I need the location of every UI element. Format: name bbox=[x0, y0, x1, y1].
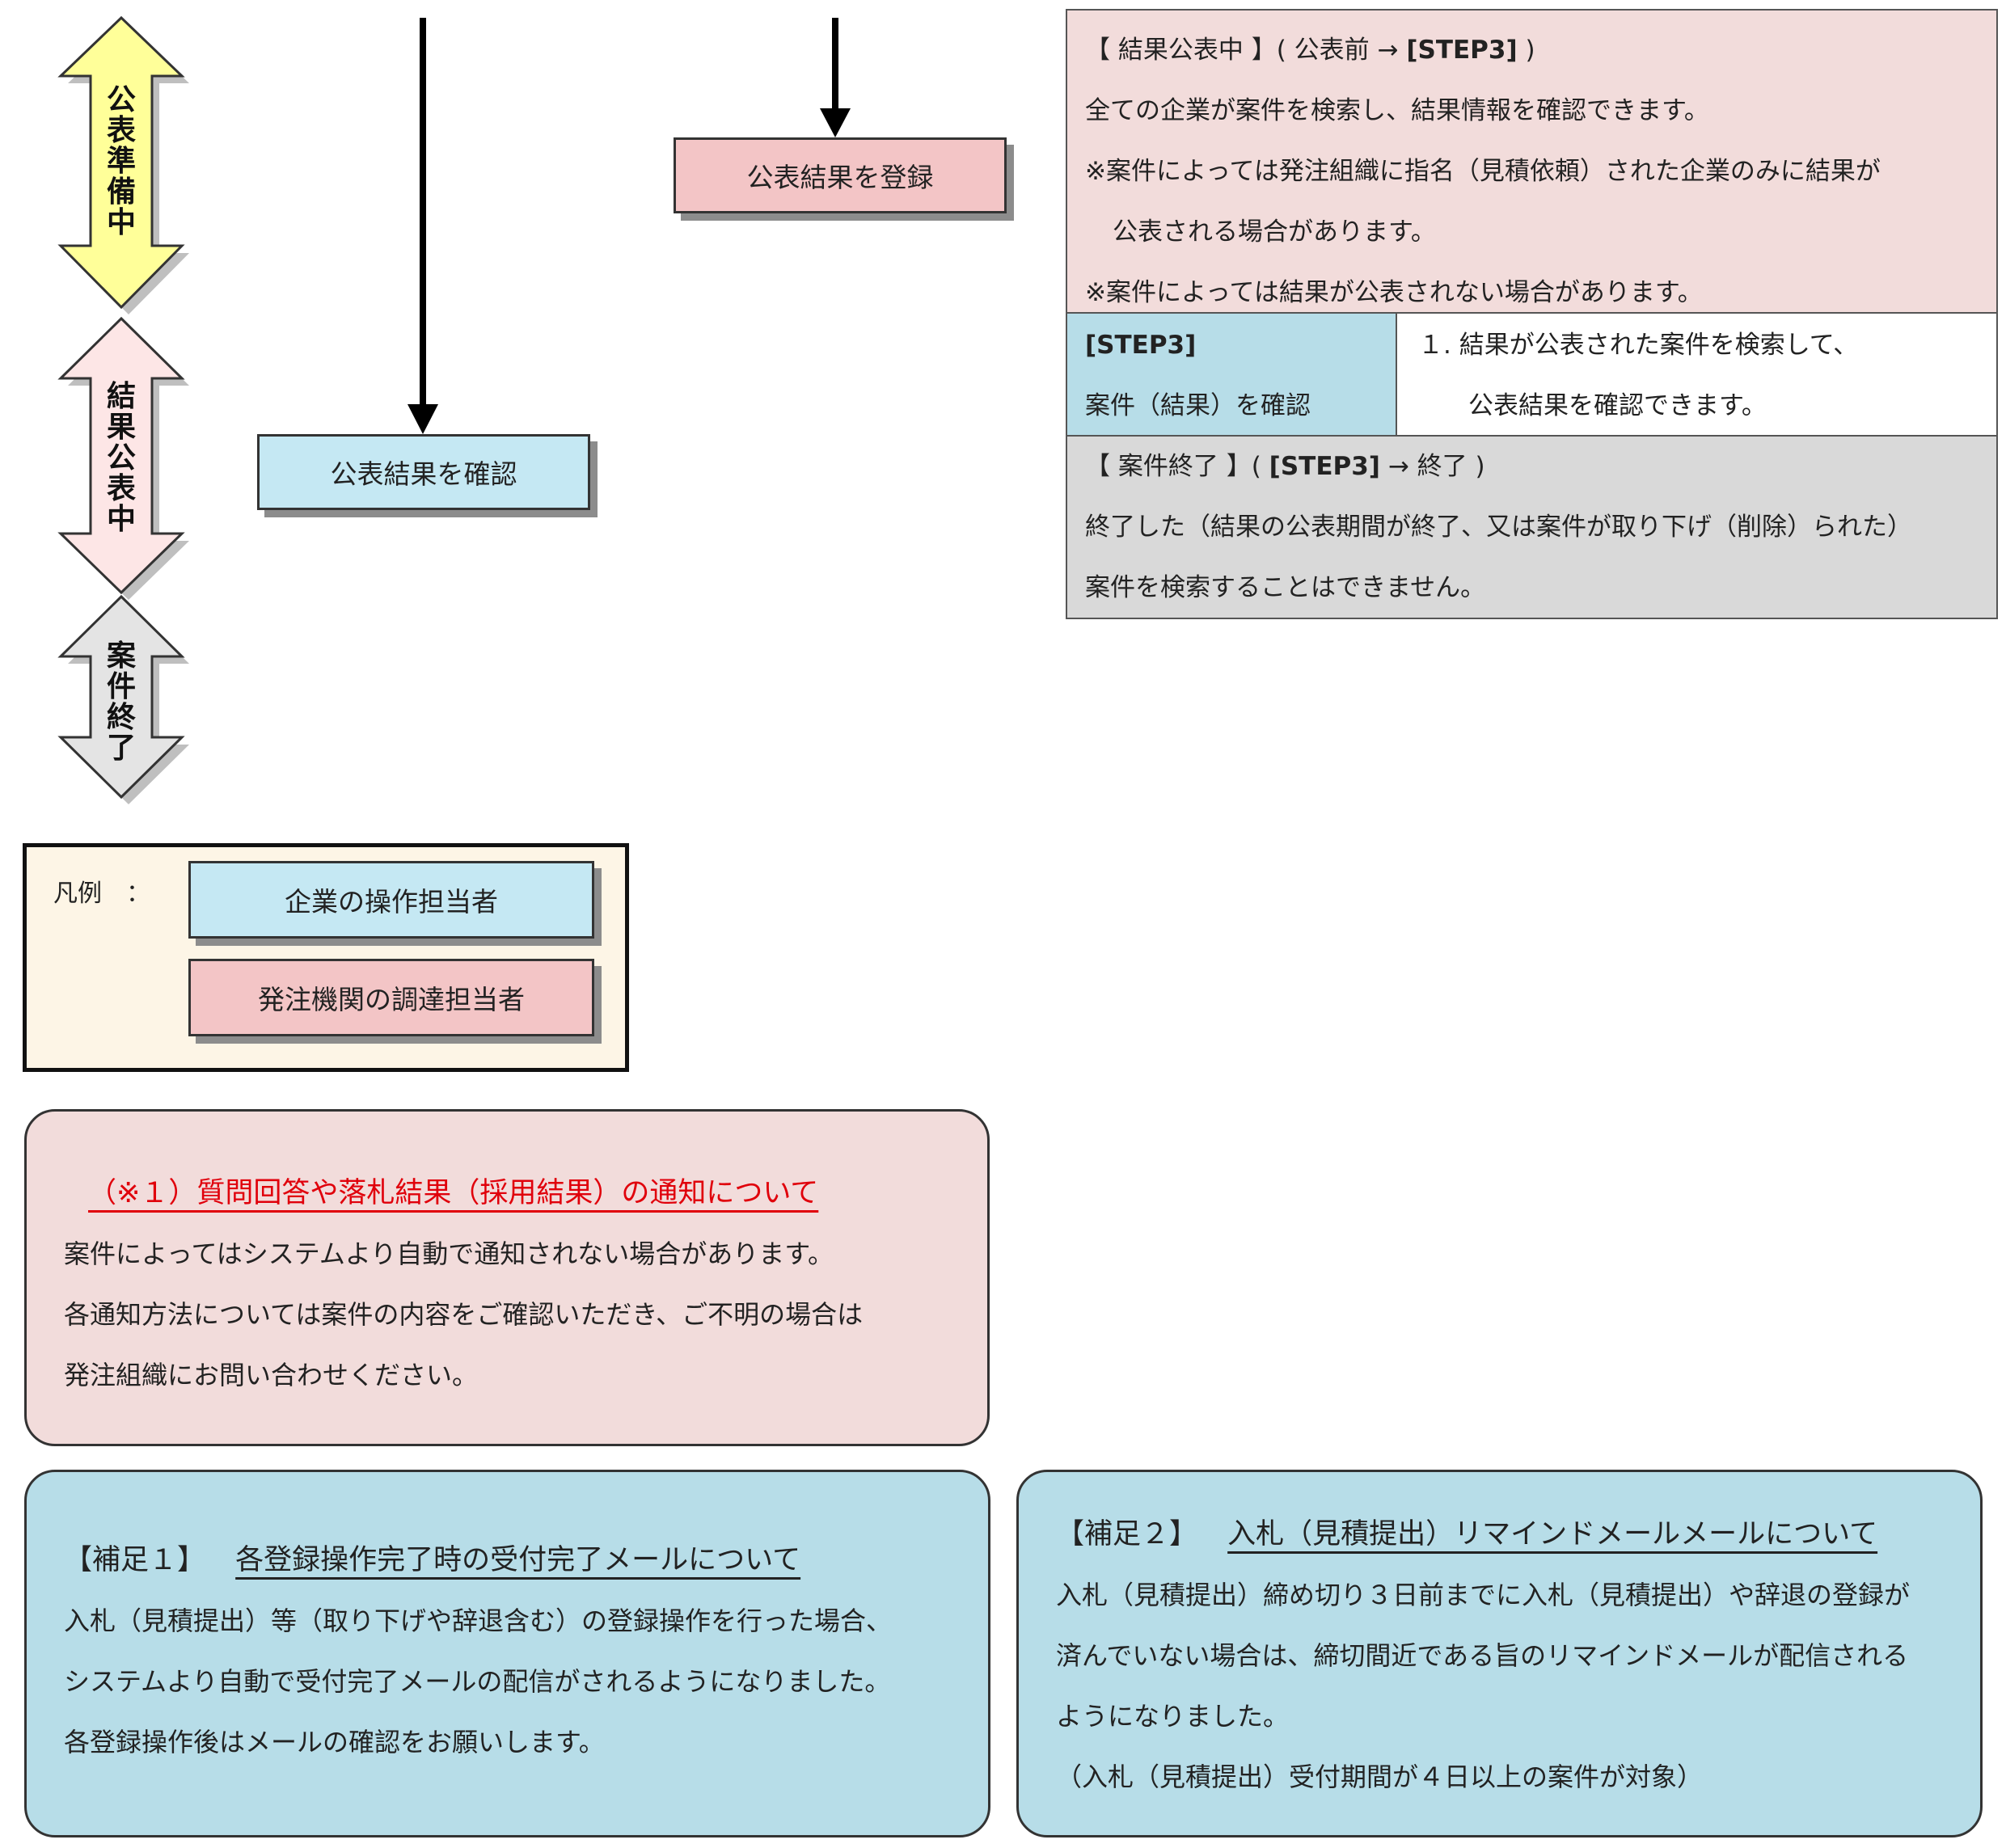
phase-arrow-publishing bbox=[57, 316, 189, 600]
phase-char: 表 bbox=[106, 472, 136, 505]
status-ended-line: 終了した（結果の公表期間が終了、又は案件が取り下げ（削除）られた） bbox=[1085, 513, 1912, 542]
phase-char: 結 bbox=[106, 380, 136, 413]
supplement1-line: 各登録操作後はメールの確認をお願いします。 bbox=[64, 1727, 605, 1757]
flow-arrow-register bbox=[820, 18, 851, 137]
notification-note: （※１）質問回答や落札結果（採用結果）の通知について 案件によってはシステムより… bbox=[24, 1109, 990, 1446]
status-publishing-panel: 【 結果公表中 】( 公表前 → [STEP3] ) 全ての企業が案件を検索し、… bbox=[1066, 9, 1998, 314]
supplement2-note: 【補足２】 入札（見積提出）リマインドメールメールについて 入札（見積提出）締め… bbox=[1016, 1470, 1983, 1837]
phase-char: 件 bbox=[106, 670, 136, 703]
supplement2-heading: 入札（見積提出）リマインドメールメールについて bbox=[1227, 1518, 1878, 1551]
legend-agency-label: 発注機関の調達担当者 bbox=[258, 984, 525, 1015]
status-ended-line: 案件を検索することはできません。 bbox=[1085, 573, 1486, 602]
notification-note-heading: （※１）質問回答や落札結果（採用結果）の通知について bbox=[88, 1177, 819, 1209]
supplement2-line: ようになりました。 bbox=[1056, 1701, 1290, 1732]
step3-label: [STEP3] bbox=[1085, 331, 1197, 360]
phase-label-publishing: 結果公表中 bbox=[49, 382, 194, 535]
notification-note-line: 各通知方法については案件の内容をご確認いただき、ご不明の場合は bbox=[64, 1299, 864, 1330]
title-suffix: ) bbox=[1525, 36, 1535, 65]
supplement1-line: システムより自動で受付完了メールの配信がされるようになりました。 bbox=[64, 1666, 891, 1697]
status-publishing-line: 公表される場合があります。 bbox=[1113, 217, 1436, 247]
legend-label: 凡例 ： bbox=[53, 880, 150, 908]
supplement2-line: 済んでいない場合は、締切間近である旨のリマインドメールが配信される bbox=[1056, 1640, 1909, 1671]
notification-note-line: 案件によってはシステムより自動で通知されない場合があります。 bbox=[64, 1238, 834, 1269]
phase-chars: 案件終了 bbox=[107, 641, 136, 764]
phase-label-preparing: 公表準備中 bbox=[49, 85, 194, 238]
legend-agency: 発注機関の調達担当者 bbox=[188, 959, 594, 1036]
status-ended-panel: 【 案件終了 】( [STEP3] → 終了 ) 終了した（結果の公表期間が終了… bbox=[1066, 435, 1998, 619]
title-prefix: 【 結果公表中 】( 公表前 → bbox=[1085, 36, 1399, 65]
legend-company-label: 企業の操作担当者 bbox=[285, 886, 498, 918]
confirm-result-box: 公表結果を確認 bbox=[257, 434, 590, 510]
supplement1-note: 【補足１】 各登録操作完了時の受付完了メールについて 入札（見積提出）等（取り下… bbox=[24, 1470, 990, 1837]
step3-detail-cell: １. 結果が公表された案件を検索して、 公表結果を確認できます。 bbox=[1396, 312, 1998, 437]
phase-char: 公 bbox=[106, 441, 136, 475]
phase-chars: 結果公表中 bbox=[107, 382, 136, 535]
phase-char: 中 bbox=[106, 206, 136, 239]
status-publishing-line: ※案件によっては結果が公表されない場合があります。 bbox=[1085, 278, 1703, 307]
flow-arrow-confirm bbox=[408, 18, 438, 434]
supplement2-tag: 【補足２】 bbox=[1056, 1518, 1198, 1551]
notification-note-line: 発注組織にお問い合わせください。 bbox=[64, 1360, 479, 1390]
status-publishing-line: 全ての企業が案件を検索し、結果情報を確認できます。 bbox=[1085, 96, 1709, 125]
phase-arrow-ended bbox=[57, 594, 189, 804]
title-suffix: → 終了 ) bbox=[1387, 452, 1485, 481]
phase-label-ended: 案件終了 bbox=[49, 641, 194, 764]
step3-detail-line: 公表結果を確認できます。 bbox=[1468, 391, 1767, 420]
phase-char: 了 bbox=[106, 732, 136, 765]
phase-char: 果 bbox=[106, 411, 136, 444]
register-result-box: 公表結果を登録 bbox=[674, 137, 1007, 213]
phase-char: 案 bbox=[106, 639, 136, 673]
title-step: [STEP3] bbox=[1269, 452, 1380, 481]
status-ended-title: 【 案件終了 】( [STEP3] → 終了 ) bbox=[1085, 437, 1979, 497]
phase-char: 表 bbox=[106, 114, 136, 147]
title-step: [STEP3] bbox=[1406, 36, 1518, 65]
supplement2-line: （入札（見積提出）受付期間が４日以上の案件が対象） bbox=[1056, 1762, 1704, 1792]
confirm-result-label: 公表結果を確認 bbox=[330, 458, 517, 490]
phase-char: 公 bbox=[106, 83, 136, 116]
status-publishing-line: ※案件によっては発注組織に指名（見積依頼）された企業のみに結果が bbox=[1085, 157, 1881, 186]
status-publishing-title: 【 結果公表中 】( 公表前 → [STEP3] ) bbox=[1085, 20, 1979, 81]
step3-detail-line: １. 結果が公表された案件を検索して、 bbox=[1418, 331, 1859, 360]
legend-company: 企業の操作担当者 bbox=[188, 861, 594, 939]
phase-char: 終 bbox=[106, 701, 136, 734]
supplement2-line: 入札（見積提出）締め切り３日前までに入札（見積提出）や辞退の登録が bbox=[1056, 1580, 1911, 1610]
register-result-label: 公表結果を登録 bbox=[746, 162, 934, 193]
phase-char: 備 bbox=[106, 175, 136, 209]
step3-desc: 案件（結果）を確認 bbox=[1085, 391, 1311, 420]
supplement1-heading: 各登録操作完了時の受付完了メールについて bbox=[235, 1544, 801, 1576]
supplement1-tag: 【補足１】 bbox=[64, 1544, 206, 1576]
phase-arrow-preparing bbox=[57, 15, 189, 314]
supplement1-line: 入札（見積提出）等（取り下げや辞退含む）の登録操作を行った場合、 bbox=[64, 1605, 893, 1636]
phase-char: 準 bbox=[106, 145, 136, 178]
title-prefix: 【 案件終了 】( bbox=[1085, 452, 1261, 481]
phase-char: 中 bbox=[106, 503, 136, 536]
phase-chars: 公表準備中 bbox=[107, 85, 136, 238]
step3-label-cell: [STEP3] 案件（結果）を確認 bbox=[1066, 312, 1397, 437]
